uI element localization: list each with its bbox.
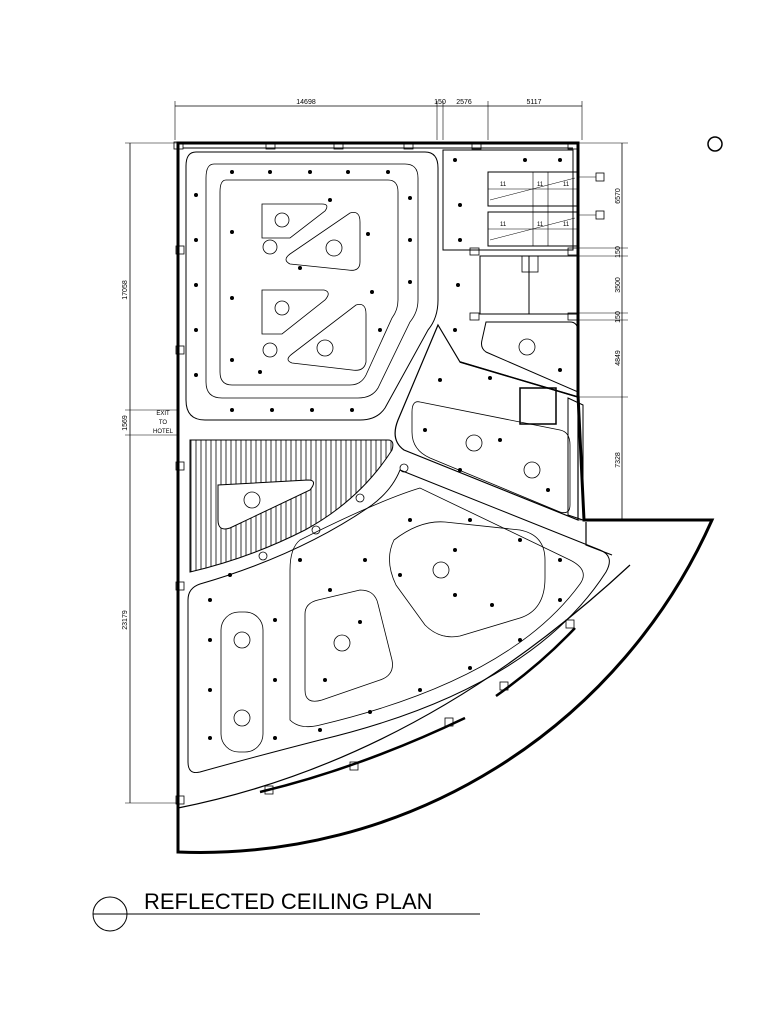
fixture-tag-c: 11 — [563, 182, 570, 188]
dim-left-1: 17058 — [122, 280, 129, 300]
middle-band-ceiling-zone — [394, 323, 579, 521]
core-downlights — [423, 158, 562, 492]
dim-top-2: 150 — [434, 99, 446, 106]
fixture-tag-b: 11 — [537, 182, 544, 188]
exit-label-line-2: TO — [159, 420, 168, 426]
dim-right-3: 3500 — [615, 277, 622, 293]
fixture-tag-e: 11 — [537, 222, 544, 228]
dim-left-2: 1569 — [122, 415, 129, 431]
lower-downlights — [208, 518, 562, 740]
fixture-tag-d: 11 — [500, 222, 507, 228]
dim-right-2: 150 — [615, 246, 622, 258]
dim-top-4: 5117 — [526, 99, 541, 106]
fixture-tag-a: 11 — [500, 182, 507, 188]
dim-right-5: 4849 — [615, 350, 622, 366]
reference-circle-icon — [707, 136, 723, 152]
upper-left-downlights — [194, 170, 412, 412]
fixture-tag-f: 11 — [563, 222, 570, 228]
right-dimension-string: 6570 150 3500 150 4849 7328 — [578, 142, 628, 521]
facade-light-strips — [259, 619, 576, 795]
top-dimension-string: 14698 150 2576 5117 — [174, 99, 583, 140]
lower-ceiling-zone — [187, 469, 610, 773]
left-dimension-string: 17058 1569 23179 — [122, 142, 178, 804]
title-block: REFLECTED CEILING PLAN — [92, 889, 480, 932]
perimeter-fixtures — [173, 141, 578, 805]
exit-label-line-3: HOTEL — [153, 429, 174, 435]
exit-to-hotel-label: EXIT TO HOTEL — [153, 411, 174, 435]
dim-top-3: 2576 — [456, 99, 472, 106]
upper-left-ceiling-zone — [185, 151, 439, 421]
dim-left-3: 23179 — [122, 610, 129, 630]
dim-top-1: 14698 — [296, 99, 316, 106]
exit-label-line-1: EXIT — [156, 411, 170, 417]
hatched-zone — [189, 439, 394, 573]
drawing-title: REFLECTED CEILING PLAN — [144, 889, 433, 914]
dim-right-4: 150 — [615, 311, 622, 323]
dim-right-1: 6570 — [615, 188, 622, 204]
dim-right-6: 7328 — [615, 452, 622, 468]
